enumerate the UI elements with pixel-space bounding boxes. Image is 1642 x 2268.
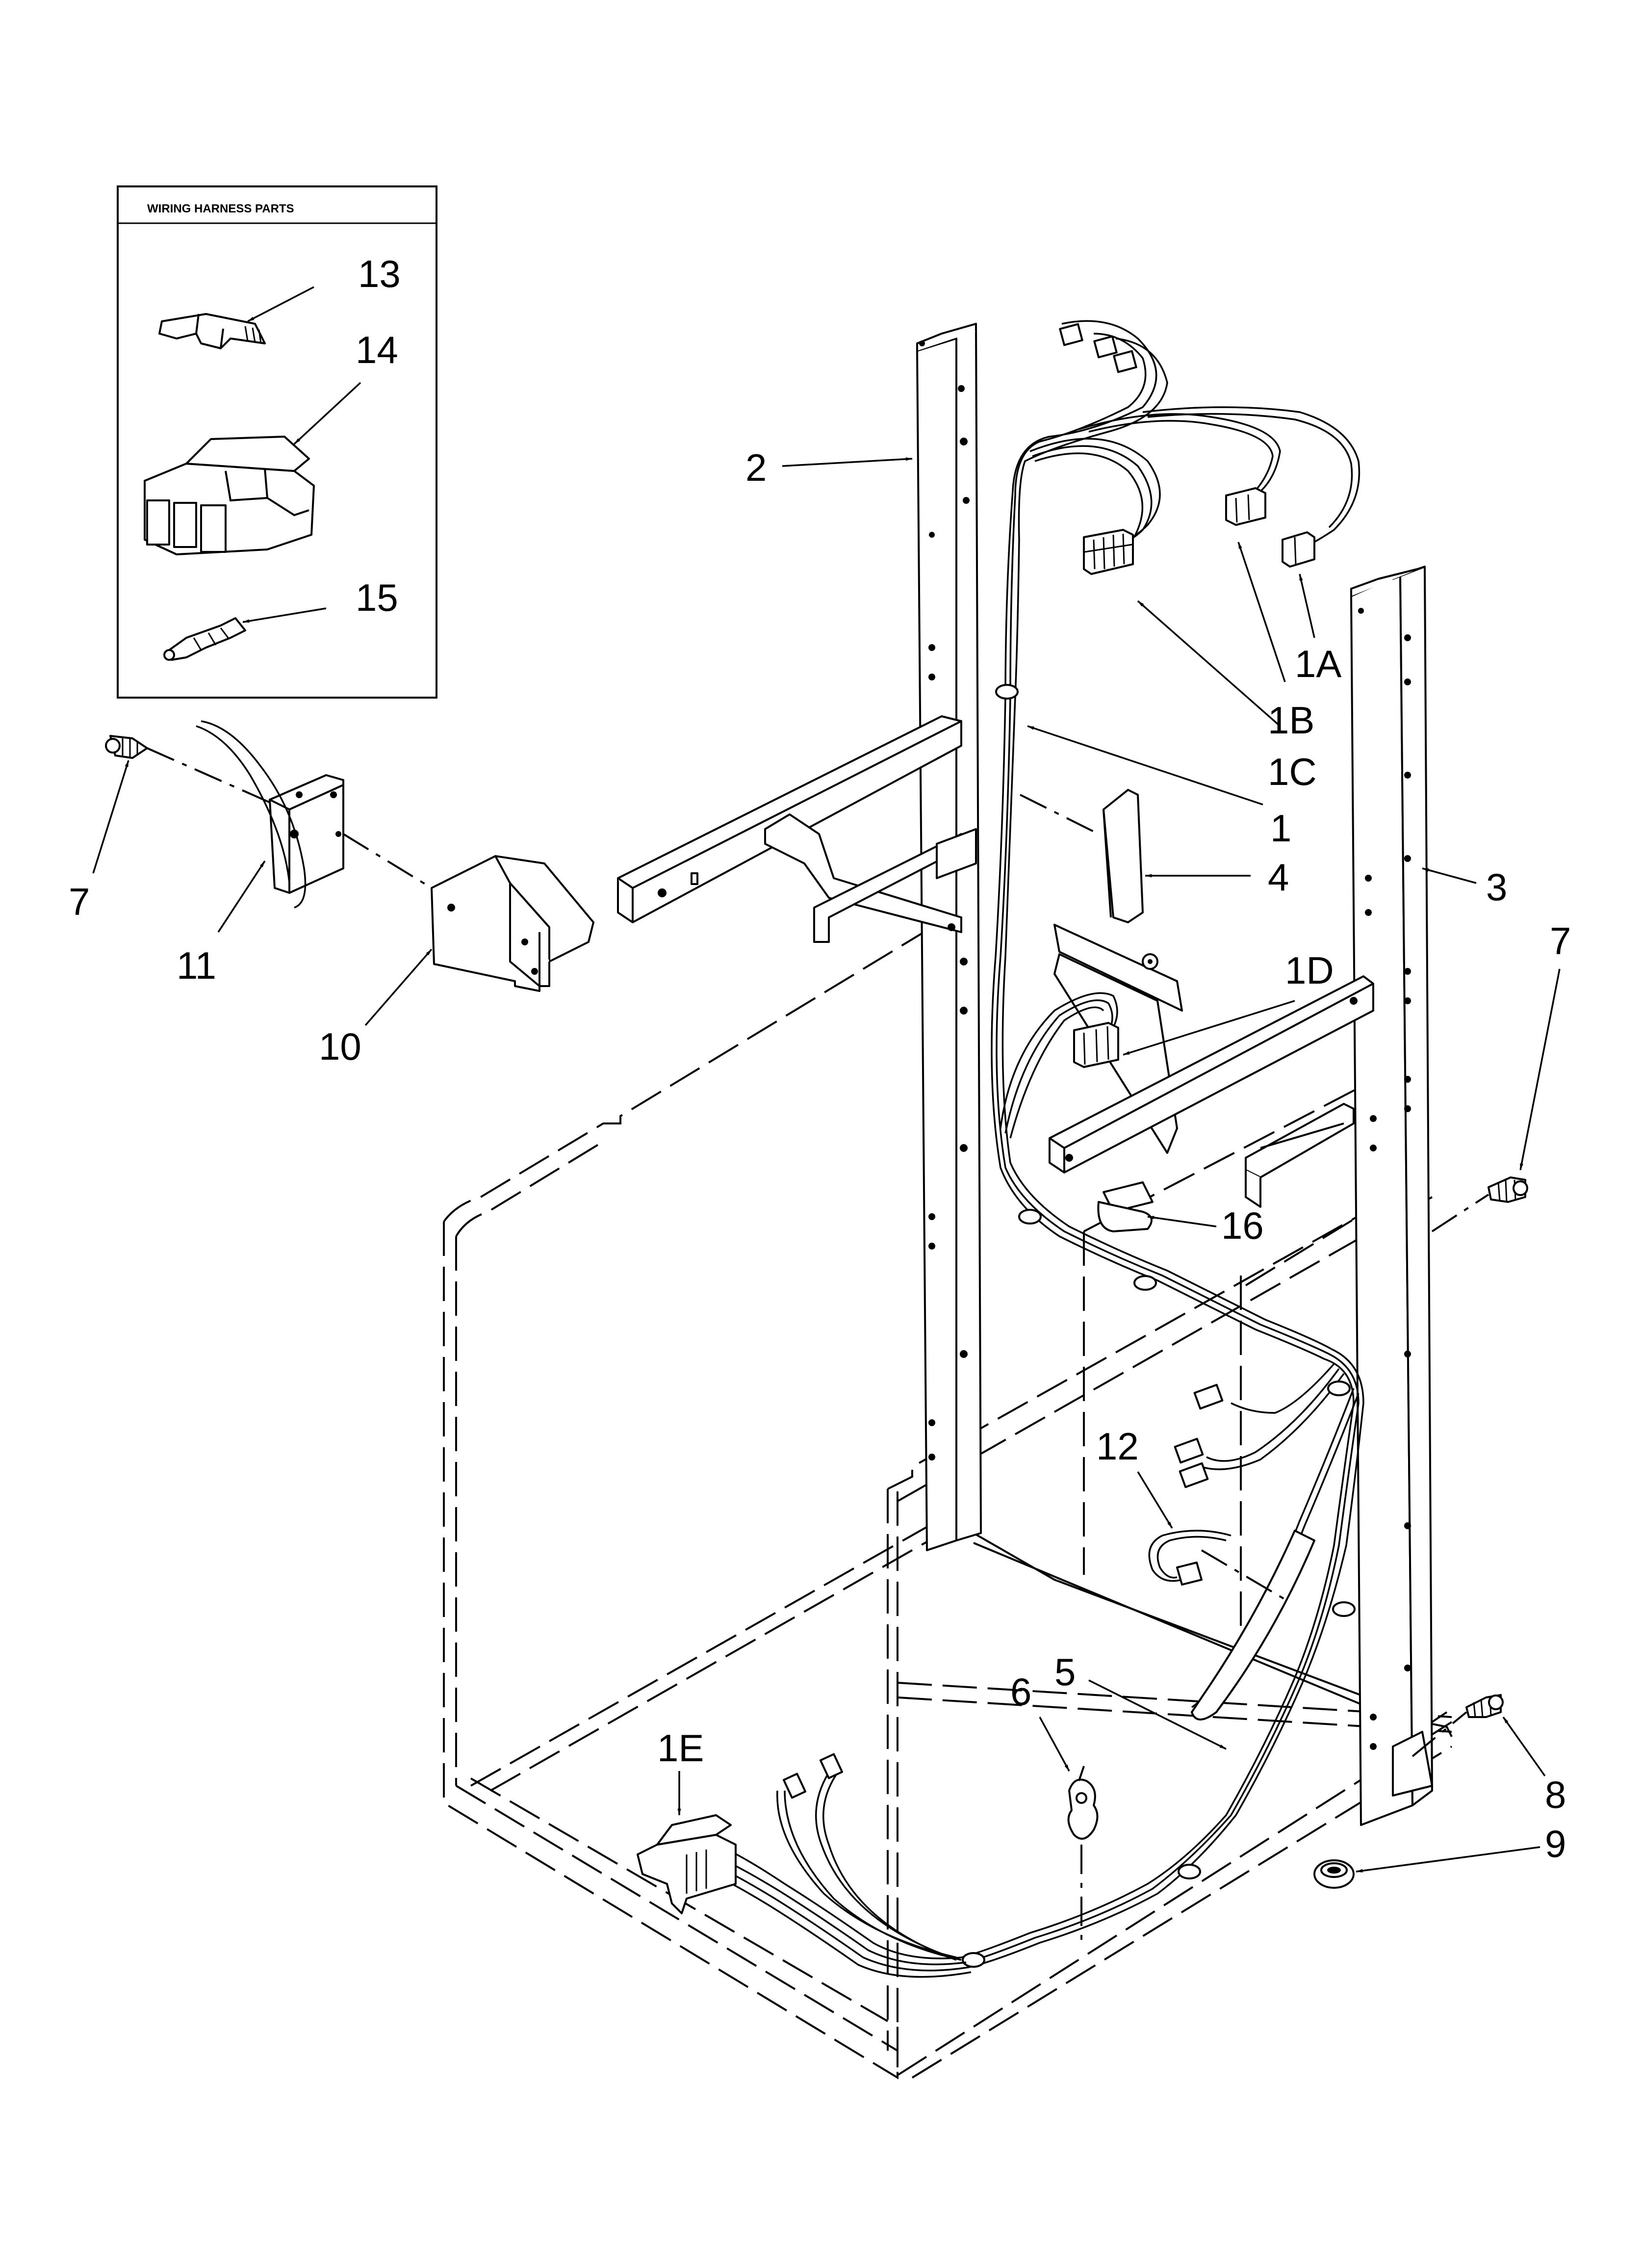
part-1-wire-harness xyxy=(701,320,1364,1978)
part-12-cable-tie xyxy=(1148,1530,1232,1586)
callout-1B: 1B xyxy=(1268,699,1314,742)
callout-1D: 1D xyxy=(1285,949,1334,992)
part-7-screw-right xyxy=(1488,1176,1528,1203)
part-1a-connector xyxy=(1282,531,1315,568)
top-connector-c xyxy=(1113,350,1137,373)
callout-3: 3 xyxy=(1486,865,1507,909)
part-1c-connector xyxy=(1083,529,1134,575)
callout-4: 4 xyxy=(1268,856,1289,899)
inset-title: WIRING HARNESS PARTS xyxy=(147,202,294,215)
part-5-wire-lead xyxy=(1191,1530,1315,1721)
callout-14: 14 xyxy=(356,328,398,371)
part-15-terminal xyxy=(163,617,246,661)
right-connector-a xyxy=(1193,1383,1224,1410)
part-10-bracket xyxy=(431,855,594,992)
part-11-switch xyxy=(196,720,344,909)
callout-16: 16 xyxy=(1221,1204,1264,1247)
part-1e-connector xyxy=(637,1814,737,1914)
wiring-harness-inset: WIRING HARNESS PARTS 13 14 15 xyxy=(117,185,437,699)
callout-15: 15 xyxy=(356,576,398,619)
callout-13: 13 xyxy=(358,252,401,295)
left-cross-brace xyxy=(617,715,977,943)
right-connector-c xyxy=(1179,1462,1209,1488)
callout-12: 12 xyxy=(1096,1425,1139,1468)
callout-8: 8 xyxy=(1545,1773,1566,1816)
part-3-right-upright xyxy=(1350,566,1433,1826)
callout-1E: 1E xyxy=(657,1726,704,1770)
callout-11: 11 xyxy=(177,944,216,987)
top-connector-b xyxy=(1093,335,1118,359)
part-14-connector xyxy=(144,436,315,555)
part-13-clip xyxy=(158,313,266,349)
callout-7-left: 7 xyxy=(69,880,90,923)
part-1d-connector xyxy=(1073,1022,1119,1068)
callout-1C: 1C xyxy=(1268,750,1317,793)
right-cross-brace xyxy=(1049,975,1374,1208)
part-8-screw xyxy=(1465,1694,1504,1718)
part-9-grommet xyxy=(1313,1859,1355,1889)
right-connector-b xyxy=(1174,1437,1204,1464)
part-1b-connector xyxy=(1225,487,1266,526)
part-16-clip xyxy=(1097,1181,1154,1232)
callout-10: 10 xyxy=(319,1025,361,1068)
part-7-screw-left xyxy=(105,735,148,759)
callout-2: 2 xyxy=(745,446,767,489)
top-connector-a xyxy=(1059,323,1083,346)
callout-1: 1 xyxy=(1270,807,1291,850)
part-6-clip xyxy=(1067,1766,1099,1840)
callout-7-right: 7 xyxy=(1550,919,1571,963)
callout-5: 5 xyxy=(1054,1650,1076,1694)
callout-1A: 1A xyxy=(1295,642,1341,685)
callout-9: 9 xyxy=(1545,1822,1566,1865)
callout-6: 6 xyxy=(1010,1670,1031,1713)
part-2-left-upright xyxy=(916,323,982,1551)
